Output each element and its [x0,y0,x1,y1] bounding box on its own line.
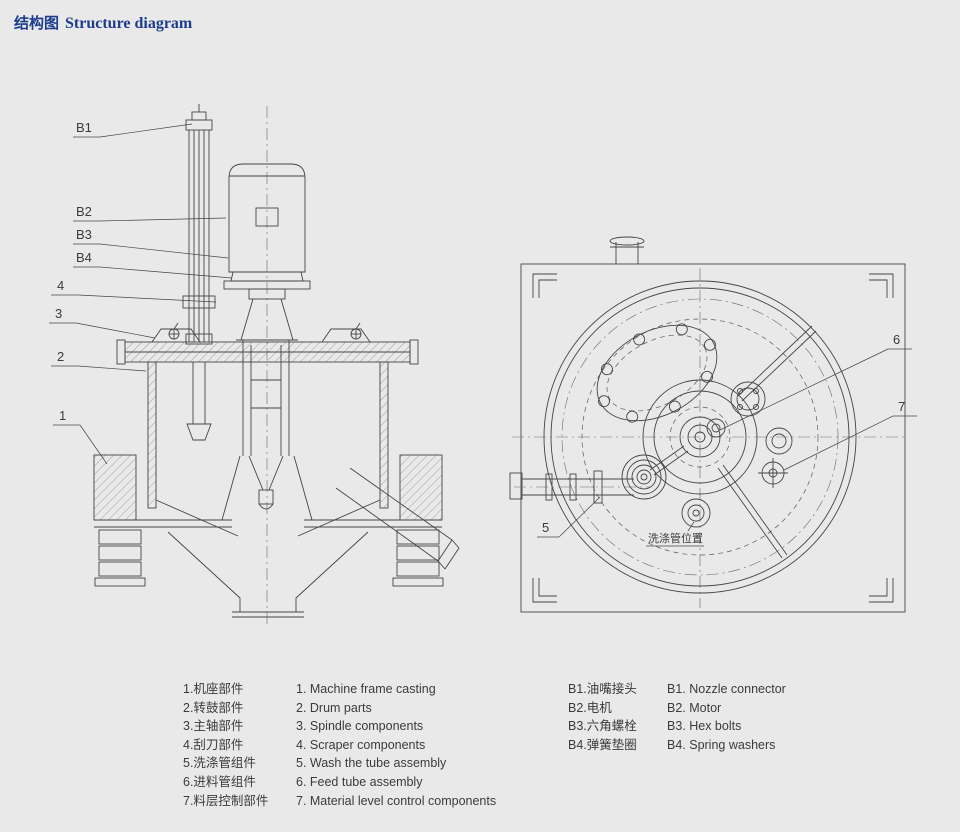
legend-item: 1.机座部件 1. Machine frame casting [183,680,496,699]
legend-parts: 1.机座部件 1. Machine frame casting 2.转鼓部件 2… [183,680,496,810]
title-en: Structure diagram [65,15,193,32]
legend-zh: 5.洗涤管组件 [183,756,256,771]
spindle-housing-bell [236,288,298,341]
flange-port [730,381,766,417]
legend-item: B3.六角螺栓 B3. Hex bolts [568,717,786,736]
scraper-spokes [649,325,817,559]
legend-en: B4. Spring washers [667,737,776,752]
legend-zh: 4.刮刀部件 [183,737,244,752]
feed-pipe-flange [609,236,645,264]
legend-zh: 3.主轴部件 [183,719,244,734]
callout-7: 7 [898,399,905,414]
legend-en: 5. Wash the tube assembly [296,756,447,771]
callout-b2: B2 [76,204,92,219]
legend-item: B2.电机 B2. Motor [568,699,786,718]
feed-tube-port [706,418,726,438]
corner-brackets [532,273,894,603]
legend-item: 6.进料管组件 6. Feed tube assembly [183,773,496,792]
bolt-symbol [168,322,180,340]
legend-en: 4. Scraper components [296,737,426,752]
spindle [242,340,290,510]
legend-zh: 1.机座部件 [183,682,244,696]
page-title: 结构图 Structure diagram [14,12,192,33]
callout-5: 5 [542,520,549,535]
callout-b3: B3 [76,227,92,242]
legend-zh: B1.油嘴接头 [568,682,637,696]
legend-zh: 6.进料管组件 [183,774,256,789]
legend-zh: B2.电机 [568,700,612,715]
legend-en: 7. Material level control components [296,793,497,808]
legend-item: 2.转鼓部件 2. Drum parts [183,699,496,718]
side-port [765,427,793,455]
drum-top-circles [543,280,857,594]
discharge-funnel [167,531,369,618]
side-view-drawing [93,104,460,624]
callout-1: 1 [59,408,66,423]
legend-en: 1. Machine frame casting [296,682,436,696]
legend-bolts: B1.油嘴接头 B1. Nozzle connector B2.电机 B2. M… [568,680,786,754]
callout-3: 3 [55,306,62,321]
level-control-port [758,458,788,488]
legend-en: B1. Nozzle connector [667,682,786,696]
legend-zh: B3.六角螺栓 [568,719,637,734]
nozzle-rod-assembly [182,104,216,441]
callout-6: 6 [893,332,900,347]
legend-en: B3. Hex bolts [667,719,742,734]
legend-item: 5.洗涤管组件 5. Wash the tube assembly [183,754,496,773]
drum [147,361,389,537]
manhole-cover [596,323,718,423]
legend-en: 6. Feed tube assembly [296,774,423,789]
bolt-symbol [350,322,362,340]
wash-tube-assembly [509,454,667,504]
callout-2: 2 [57,349,64,364]
top-view-drawing [509,236,908,613]
legend-zh: B4.弹簧垫圈 [568,737,637,752]
legend-item: 7.料层控制部件 7. Material level control compo… [183,792,496,811]
legend-item: 3.主轴部件 3. Spindle components [183,717,496,736]
lid [116,322,419,365]
bearing-pedestal [221,455,313,521]
legend-zh: 7.料层控制部件 [183,793,269,808]
legend-en: 2. Drum parts [296,700,372,715]
title-zh: 结构图 [14,15,60,32]
wash-pipe-position-label: 洗涤管位置 [648,531,703,545]
callout-4: 4 [57,278,64,293]
side-view-callouts: B1 B2 B3 B4 4 3 2 1 [49,120,233,465]
top-view-callouts: 6 7 5 洗涤管位置 [537,332,917,547]
legend-en: 3. Spindle components [296,719,424,734]
base-frame [93,454,444,587]
callout-b4: B4 [76,250,92,265]
discharge-chute [335,467,460,570]
legend-en: B2. Motor [667,700,722,715]
legend-item: 4.刮刀部件 4. Scraper components [183,736,496,755]
callout-b1: B1 [76,120,92,135]
wash-port [681,498,711,528]
legend-zh: 2.转鼓部件 [183,700,244,715]
legend-item: B4.弹簧垫圈 B4. Spring washers [568,736,786,755]
legend-item: B1.油嘴接头 B1. Nozzle connector [568,680,786,699]
